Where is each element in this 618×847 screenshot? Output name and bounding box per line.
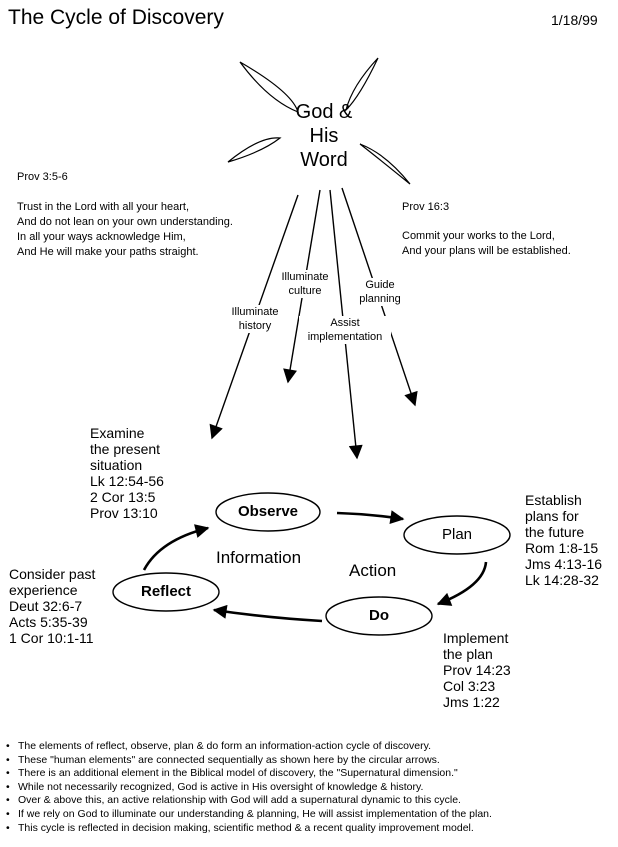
star-petal [227, 137, 282, 163]
note-item: If we rely on God to illuminate our unde… [6, 808, 612, 822]
plan-to-do-arrow [436, 561, 488, 606]
observe-node [215, 492, 321, 532]
note-item: There is an additional element in the Bi… [6, 767, 612, 781]
reflect-label: Reflect [140, 583, 192, 600]
plan-label: Plan [441, 526, 473, 543]
god-label-line2: His Word [300, 125, 348, 171]
note-item: The elements of reflect, observe, plan &… [6, 740, 612, 754]
verse-prov-3-5-text: Trust in the Lord with all your heart, A… [17, 201, 233, 258]
plan-description: Establish plans for the future Rom 1:8-1… [525, 492, 603, 588]
star-petal [359, 143, 411, 185]
do-to-reflect-arrow [212, 604, 323, 623]
verse-prov-3-5-ref: Prov 3:5-6 [17, 171, 68, 183]
note-item: Over & above this, an active relationshi… [6, 794, 612, 808]
god-label-line1: God & [295, 101, 353, 123]
observe-description: Examine the present situation Lk 12:54-5… [90, 425, 164, 521]
plan-node [403, 515, 511, 555]
do-node [325, 596, 433, 636]
information-label: Information [216, 548, 302, 567]
observe-label: Observe [237, 503, 299, 520]
do-description: Implement the plan Prov 14:23 Col 3:23 J… [443, 630, 511, 710]
verse-prov-16-3-ref: Prov 16:3 [402, 201, 450, 213]
note-item: These "human elements" are connected seq… [6, 754, 612, 768]
reflect-to-observe-arrow [142, 524, 210, 571]
page-date: 1/18/99 [551, 12, 598, 28]
reflect-description: Consider past experience Deut 32:6-7 Act… [9, 566, 96, 646]
star-shape [227, 57, 411, 185]
notes-list: The elements of reflect, observe, plan &… [6, 740, 612, 835]
observe-to-plan-arrow [336, 510, 405, 525]
ray-planning-label: Guide planning [351, 278, 409, 306]
action-label: Action [349, 561, 397, 580]
verse-prov-16-3-text: Commit your works to the Lord, And your … [402, 230, 571, 257]
ray-history-label: Illuminate history [222, 305, 288, 333]
god-label: God & His Word [284, 100, 364, 172]
ray-culture-label: Illuminate culture [273, 270, 337, 298]
note-item: This cycle is reflected in decision maki… [6, 822, 612, 836]
note-item: While not necessarily recognized, God is… [6, 781, 612, 795]
star-petal [239, 61, 299, 114]
reflect-node [112, 572, 220, 612]
ray-implementation-label: Assist implementation [299, 316, 391, 344]
do-label: Do [369, 607, 389, 624]
star-petal [344, 57, 379, 112]
page-title: The Cycle of Discovery [8, 6, 224, 29]
